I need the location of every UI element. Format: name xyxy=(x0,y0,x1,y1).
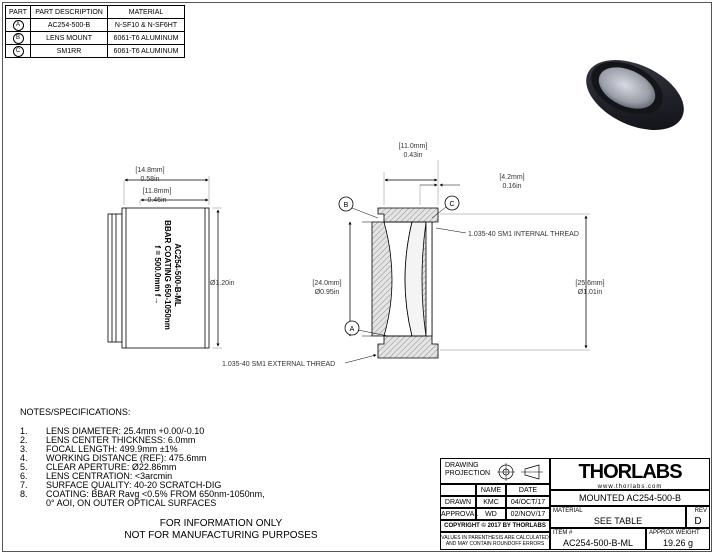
side-view xyxy=(107,176,222,349)
drawn-name: KMC xyxy=(476,496,506,508)
item-cell: ITEM # AC254-500-B-ML xyxy=(550,528,646,550)
balloon-c-label: C xyxy=(449,201,454,208)
engraving-line-2: BBAR COATING 650-1050nm xyxy=(163,220,172,330)
table-row: C SM1RR 6061-T6 ALUMINUM xyxy=(4,44,186,58)
side-dim-mid-in: 0.46in xyxy=(147,197,166,204)
part-balloon: C xyxy=(12,45,24,57)
balloon-a xyxy=(344,320,360,336)
approval-label: APPROVAL xyxy=(440,508,478,520)
title-block: DRAWING PROJECTION NAME DATE DRAWN KMC 0… xyxy=(440,458,710,550)
drawing-title: MOUNTED AC254-500-B xyxy=(550,490,710,506)
list-item: 6.LENS CENTRATION: <3arcmin xyxy=(20,471,173,481)
callout-internal-thread: 1.035-40 SM1 INTERNAL THREAD xyxy=(468,231,579,238)
list-item: 4.WORKING DISTANCE (REF): 475.6mm xyxy=(20,453,207,463)
balloon-a-label: A xyxy=(350,326,355,333)
weight-value: 19.26 g xyxy=(662,538,694,548)
section-dim-rdia-mm: [25.6mm] xyxy=(575,280,604,287)
list-item: 2.LENS CENTER THICKNESS: 6.0mm xyxy=(20,435,196,445)
notes-heading: NOTES/SPECIFICATIONS: xyxy=(20,407,131,417)
col-date: DATE xyxy=(506,484,550,496)
part-balloon: A xyxy=(12,19,24,31)
drawn-date: 04/OCT/17 xyxy=(506,496,550,508)
part-balloon: B xyxy=(12,32,24,44)
item-label: ITEM # xyxy=(553,530,573,536)
disclaimer: FOR INFORMATION ONLY NOT FOR MANUFACTURI… xyxy=(116,518,326,542)
disclaimer-line-1: FOR INFORMATION ONLY xyxy=(159,518,283,529)
drawn-label: DRAWN xyxy=(440,496,476,508)
table-row: B LENS MOUNT 6061-T6 ALUMINUM xyxy=(4,31,186,45)
item-value: AC254-500-B-ML xyxy=(562,538,634,548)
material-label: MATERIAL xyxy=(553,508,583,514)
section-dim-right-in: 0.16in xyxy=(502,183,521,190)
list-item: 0° AOI, ON OUTER OPTICAL SURFACES xyxy=(46,498,217,508)
dimension-labels: [14.8mm] 0.58in [11.8mm] 0.46in Ø1.20in … xyxy=(135,143,604,368)
section-dim-left-in: Ø0.95in xyxy=(315,289,340,296)
engraving-line-1: AC254-500-B-ML xyxy=(173,243,182,307)
side-dim-top-in: 0.58in xyxy=(140,176,159,183)
values-note: VALUES IN PARENTHESIS ARE CALCULATED AND… xyxy=(440,532,550,550)
rev-label: REV xyxy=(694,508,707,514)
table-row: A AC254-500-B N-SF10 & N-SF6HT xyxy=(4,18,186,32)
section-dim-left-mm: [24.0mm] xyxy=(312,280,341,287)
engraving: AC254-500-B-ML BBAR COATING 650-1050nm f… xyxy=(153,220,182,330)
weight-label: APPROX WEIGHT xyxy=(649,530,700,536)
balloon-b-label: B xyxy=(344,202,349,209)
notes-specifications: NOTES/SPECIFICATIONS: 1.LENS DIAMETER: 2… xyxy=(20,408,265,508)
approval-date: 02/NOV/17 xyxy=(506,508,550,520)
disclaimer-line-2: NOT FOR MANUFACTURING PURPOSES xyxy=(124,530,318,541)
balloon-b xyxy=(338,196,354,212)
rev-cell: REV D xyxy=(686,506,710,528)
section-dim-rdia-in: Ø1.01in xyxy=(578,289,603,296)
material-value: SEE TABLE xyxy=(593,516,643,526)
list-item: 7.SURFACE QUALITY: 40-20 SCRATCH-DIG xyxy=(20,480,222,490)
rev-value: D xyxy=(694,516,702,527)
list-item: 1.LENS DIAMETER: 25.4mm +0.00/-0.10 xyxy=(20,426,205,436)
callout-external-thread: 1.035-40 SM1 EXTERNAL THREAD xyxy=(222,361,335,368)
part-material: 6061-T6 ALUMINUM xyxy=(107,44,186,58)
side-dim-dia: Ø1.20in xyxy=(210,280,235,287)
weight-cell: APPROX WEIGHT 19.26 g xyxy=(646,528,710,550)
side-dim-top-mm: [14.8mm] xyxy=(135,167,164,174)
parts-table: PART PART DESCRIPTION MATERIAL A AC254-5… xyxy=(4,5,186,58)
material-cell: MATERIAL SEE TABLE xyxy=(550,506,686,528)
projection-symbol-icon xyxy=(497,463,543,481)
thorlabs-logo: THORLABS xyxy=(578,461,682,483)
projection-cell: DRAWING PROJECTION xyxy=(440,458,550,484)
balloon-c xyxy=(444,195,460,211)
approval-name: WD xyxy=(476,508,506,520)
logo-cell: THORLABS www.thorlabs.com xyxy=(550,458,710,490)
section-dim-right-mm: [4.2mm] xyxy=(499,174,524,181)
side-dim-mid-mm: [11.8mm] xyxy=(143,188,172,195)
copyright: COPYRIGHT © 2017 BY THORLABS xyxy=(440,520,550,532)
drawing-projection-label: DRAWING PROJECTION xyxy=(445,462,491,477)
website: www.thorlabs.com xyxy=(597,484,663,490)
list-item: 8.COATING: BBAR Ravg <0.5% FROM 650nm-10… xyxy=(20,489,265,499)
list-item: 3.FOCAL LENGTH: 499.9mm ±1% xyxy=(20,444,178,454)
engraving-line-3: f = 500.0mm f→ xyxy=(153,246,162,305)
mount-3d-render xyxy=(586,60,684,130)
col-name: NAME xyxy=(476,484,506,496)
section-view xyxy=(338,160,590,364)
section-dim-top-mm: [11.0mm] xyxy=(399,143,428,150)
section-dim-top-in: 0.43in xyxy=(403,152,422,159)
list-item: 5.CLEAR APERTURE: Ø22.86mm xyxy=(20,462,177,472)
